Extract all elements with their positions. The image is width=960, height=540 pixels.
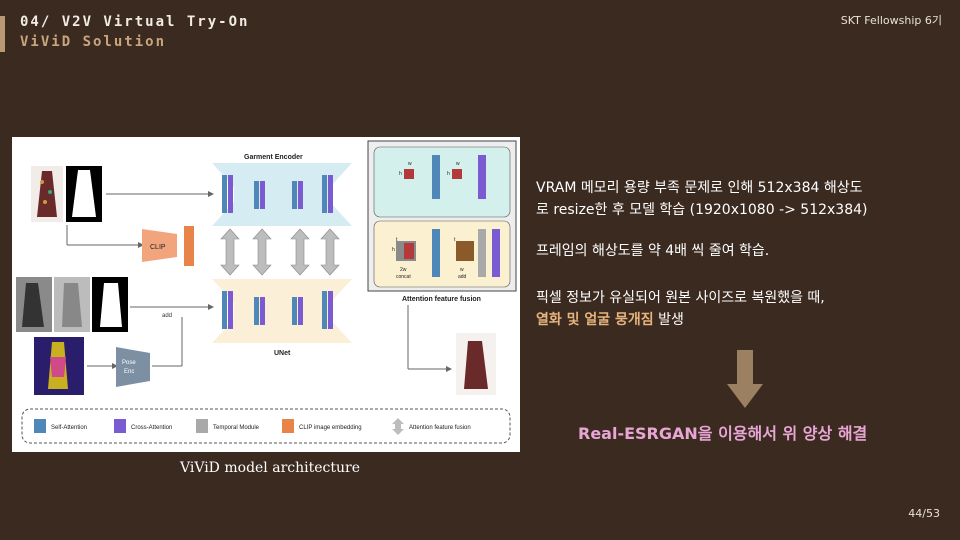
video-input-images [16, 277, 128, 395]
svg-text:h: h [447, 171, 450, 177]
text-vram-line1: VRAM 메모리 용량 부족 문제로 인해 512x384 해상도 [536, 180, 863, 196]
legend-item: Temporal Module [196, 419, 260, 433]
legend-swatch [34, 419, 46, 433]
svg-text:w: w [408, 161, 412, 167]
text-vram-line2: 로 resize한 후 모델 학습 (1920x1080 -> 512x384) [536, 202, 868, 218]
attention-fusion-label: Attention feature fusion [402, 296, 481, 303]
output-video-frames [456, 333, 496, 395]
svg-text:t: t [454, 237, 456, 243]
title-accent-bar [0, 16, 5, 52]
garment-input-images [31, 166, 102, 222]
unet [212, 279, 352, 343]
legend-item: Cross-Attention [114, 419, 172, 433]
garment-encoder-label: Garment Encoder [244, 154, 303, 161]
clip-label: CLIP [150, 244, 166, 251]
unet-label: UNet [274, 350, 291, 357]
svg-text:concat: concat [396, 274, 411, 280]
svg-text:2w: 2w [400, 267, 407, 273]
legend-swatch [282, 419, 294, 433]
highlight-degradation: 열화 및 얼굴 뭉개짐 [536, 312, 654, 328]
svg-text:w: w [460, 267, 464, 273]
legend-label: CLIP image embedding [299, 425, 362, 431]
clip-embedding [184, 226, 194, 266]
svg-text:h: h [399, 171, 402, 177]
vivid-architecture-diagram: CLIP add Pose Enc Garment Encoder [12, 137, 520, 452]
legend-label: Self-Attention [51, 425, 87, 431]
legend-label: Cross-Attention [131, 425, 172, 431]
legend-item: CLIP image embedding [282, 419, 362, 433]
diagram-caption: ViViD model architecture [180, 460, 360, 476]
add-label: add [162, 313, 172, 319]
legend-box [21, 408, 511, 444]
legend-swatch [114, 419, 126, 433]
svg-text:h: h [392, 247, 395, 253]
legend-swatch [196, 419, 208, 433]
text-degradation-rest: 발생 [653, 312, 684, 328]
legend-label: Attention feature fusion [409, 425, 471, 431]
text-degradation: 열화 및 얼굴 뭉개짐 발생 [536, 309, 684, 331]
legend-item: Self-Attention [34, 419, 87, 433]
section-title: 04/ V2V Virtual Try-On [20, 14, 250, 30]
down-arrow-icon [727, 350, 763, 408]
svg-text:t: t [396, 237, 398, 243]
svg-text:w: w [456, 161, 460, 167]
legend-swatch [392, 418, 404, 435]
clip-encoder [142, 229, 177, 262]
fusion-arrows [220, 228, 340, 276]
legend-item: Attention feature fusion [392, 418, 471, 435]
legend: Self-Attention Cross-Attention Temporal Mo… [34, 418, 471, 435]
section-subtitle: ViViD Solution [20, 34, 167, 50]
garment-encoder [212, 163, 352, 226]
legend-label: Temporal Module [213, 425, 260, 431]
result-text: Real-ESRGAN을 이용해서 위 양상 해결 [578, 424, 868, 443]
pose-enc-label-1: Pose [122, 360, 136, 366]
fellowship-label: SKT Fellowship 6기 [840, 14, 942, 27]
pose-encoder [116, 347, 150, 387]
pose-enc-label-2: Enc [124, 369, 134, 375]
attention-fusion-panel: w h w h h t 2w concat t w add [367, 140, 517, 292]
text-pixel-loss: 픽셀 정보가 유실되어 원본 사이즈로 복원했을 때, [536, 290, 825, 306]
text-resolution: 프레임의 해상도를 약 4배 씩 줄여 학습. [536, 243, 770, 259]
page-number: 44/53 [908, 507, 940, 520]
svg-text:add: add [458, 274, 467, 280]
